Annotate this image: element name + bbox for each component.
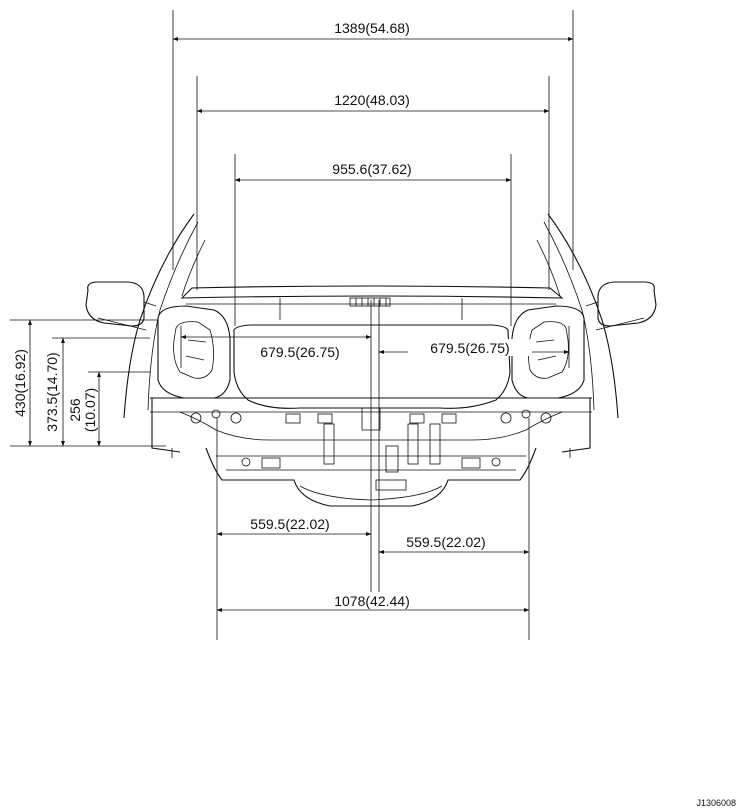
label-lower-left: 559.5(22.02) (250, 516, 329, 532)
label-height-256: 256 (67, 398, 83, 422)
label-half-right: 679.5(26.75) (430, 340, 509, 356)
label-lower-right: 559.5(22.02) (406, 534, 485, 550)
label-overall-width: 1389(54.68) (334, 20, 410, 36)
label-width-1220: 1220(48.03) (334, 92, 410, 108)
dimension-labels: 1389(54.68) 1220(48.03) 955.6(37.62) 679… (12, 19, 532, 609)
label-height-256-inches: (10.07) (82, 388, 98, 432)
label-opening-width: 955.6(37.62) (332, 161, 411, 177)
figure-id: J1306008 (696, 798, 736, 808)
label-half-left: 679.5(26.75) (260, 344, 339, 360)
label-lower-width: 1078(42.44) (334, 593, 410, 609)
label-height-373: 373.5(14.70) (44, 352, 60, 431)
label-height-430: 430(16.92) (12, 349, 28, 417)
dimension-lines (28, 37, 574, 612)
